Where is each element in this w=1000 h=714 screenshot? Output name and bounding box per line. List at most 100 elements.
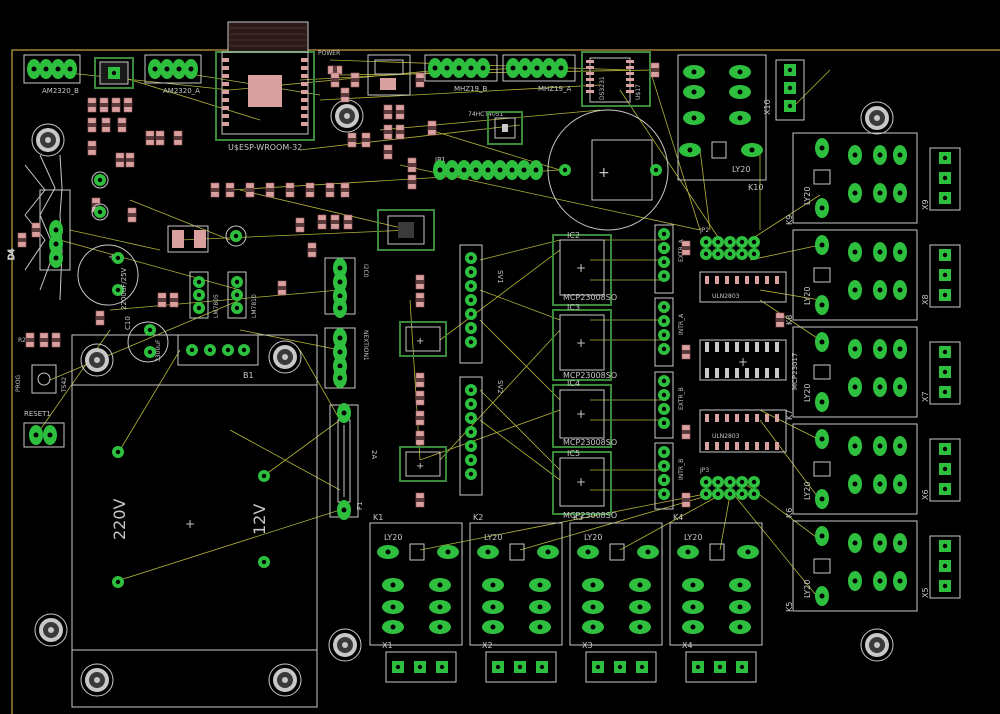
- relay-k7: LY20 K7: [785, 326, 918, 420]
- mounting-hole-icon: [860, 101, 894, 135]
- jp2-header: JP2: [699, 227, 760, 260]
- svg-text:+: +: [416, 336, 424, 347]
- regulator-left: [49, 220, 63, 268]
- terminal-x7: X7: [921, 341, 961, 405]
- uln1-label: ULN2803: [712, 293, 740, 300]
- coin-cell-icon: +: [547, 109, 669, 231]
- k7-label: K7: [785, 410, 794, 420]
- relay-k5: LY20 K5: [785, 520, 918, 612]
- sv1-label: SV1: [496, 270, 504, 284]
- svg-text:MCP23008SO: MCP23008SO: [563, 438, 617, 447]
- regulator-top: [94, 57, 134, 89]
- transformer: + 220V 12V: [71, 334, 318, 708]
- i2c0-label: I2C0: [362, 264, 369, 278]
- terminal-x10: X10: [763, 59, 805, 121]
- mcp23008-ic3: + IC3 MCP23008SO: [552, 303, 617, 381]
- lm7810-label: LM7810: [251, 294, 258, 318]
- k10-label: K10: [748, 183, 763, 192]
- extr-b-header: EXTR_B: [654, 371, 685, 439]
- k6-label: K6: [785, 508, 794, 518]
- svg-text:MCP23008SO: MCP23008SO: [563, 511, 617, 520]
- lm7810-regulator: LM7810: [227, 271, 258, 319]
- bridge-b1: B1: [177, 334, 259, 380]
- svg-text:LY20: LY20: [484, 533, 502, 542]
- am2320-b-label: AM2320_B: [42, 87, 79, 95]
- x2-label: X2: [482, 641, 493, 650]
- b1-label: B1: [243, 371, 254, 380]
- svg-text:LY20: LY20: [803, 187, 812, 205]
- x4-label: X4: [682, 641, 693, 650]
- mcp23017-label: MCP23017: [791, 353, 799, 390]
- mcp23017-chip: + MCP23017: [699, 339, 799, 390]
- d4-label: D4: [7, 249, 16, 260]
- c10-label: C10: [124, 316, 132, 330]
- cap-big-label: 2200uF/25V: [120, 267, 128, 310]
- terminal-x3: X3: [582, 641, 657, 683]
- x1-label: X1: [382, 641, 393, 650]
- terminal-x4: X4: [682, 641, 757, 683]
- nextion1-connector: NEXTION1: [324, 327, 369, 389]
- svg-text:LY20: LY20: [803, 482, 812, 500]
- capacitor-2200uf: + 2200uF/25V: [77, 244, 139, 310]
- svg-text:LY20: LY20: [384, 533, 402, 542]
- jp2-label: JP2: [699, 227, 709, 234]
- ic4-label: IC4: [567, 379, 580, 388]
- mounting-hole-icon: [860, 628, 894, 662]
- terminal-x1: X1: [382, 641, 457, 683]
- x8-label: X8: [921, 294, 930, 305]
- intr-b-label: INTR_B: [678, 459, 685, 480]
- mounting-hole-icon: [80, 343, 114, 377]
- mcp23008-ic5: + IC5 MCP23008SO: [552, 449, 617, 520]
- board-outline: [11, 49, 1000, 714]
- svg-text:+: +: [185, 517, 195, 531]
- capacitor-3300uf: 3300uF C10: [124, 316, 169, 363]
- svg-text:+: +: [416, 461, 424, 472]
- mcp23008-ic4: + IC4 MCP23008SO: [552, 379, 617, 448]
- ic5-label: IC5: [567, 449, 580, 458]
- mounting-hole-icon: [328, 628, 362, 662]
- relay-k1: K1 LY20: [369, 513, 463, 646]
- svg-text:+: +: [738, 355, 748, 369]
- uln2803-top: ULN2803: [699, 271, 787, 303]
- relay-k10: LY20 K10: [677, 54, 767, 192]
- svg-text:LY20: LY20: [803, 580, 812, 598]
- uln2803-bottom: ULN2803: [699, 409, 787, 453]
- lm7805-regulator: LM7805: [189, 271, 220, 319]
- prog-button: PROG TS42: [15, 364, 68, 394]
- terminal-x6: X6: [921, 438, 961, 502]
- mhz19-b-label: MHZ19_B: [454, 85, 488, 93]
- electrolytic-caps: [91, 171, 247, 247]
- jp3-header: JP3: [699, 467, 760, 500]
- fuse-f1: 2A F1: [329, 403, 378, 520]
- am2320-a-connector: AM2320_A: [144, 54, 202, 95]
- mcp23008-ic2: + IC2 MCP23008SO: [552, 231, 617, 306]
- ds3231-label: DS3231: [599, 76, 606, 100]
- intr-b-header: INTR_B: [654, 442, 685, 510]
- x9-label: X9: [921, 199, 930, 210]
- svg-text:LY20: LY20: [684, 533, 702, 542]
- svg-text:MCP23008SO: MCP23008SO: [563, 371, 617, 380]
- svg-text:+: +: [598, 165, 610, 181]
- relay-k3: K3 LY20: [569, 513, 663, 646]
- extr-b-label: EXTR_B: [678, 387, 685, 410]
- svg-text:LY20: LY20: [803, 287, 812, 305]
- relay-k4: K4 LY20: [669, 513, 763, 646]
- ds3231-chip: DS3231 U$17: [581, 51, 651, 107]
- fuse-label: 2A: [370, 450, 378, 459]
- mhz19-b-connector: MHZ19_B: [424, 54, 498, 93]
- svg-text:LY20: LY20: [803, 384, 812, 402]
- k4-label: K4: [673, 513, 683, 522]
- hct4051-label: 74HCT4051: [468, 111, 503, 118]
- mounting-hole-icon: [80, 663, 114, 697]
- k5-label: K5: [785, 602, 794, 612]
- k3-label: K3: [573, 513, 583, 522]
- esp-label: U$ESP-WROOM-32: [228, 143, 302, 152]
- mounting-hole-icon: [31, 123, 65, 157]
- usb-connector: [367, 54, 411, 96]
- extr-a-header: EXTR_A: [654, 224, 685, 294]
- mcp-label: MCP23008SO: [563, 293, 617, 302]
- nextion1-label: NEXTION1: [362, 330, 369, 361]
- smd-passives: [17, 62, 785, 508]
- reset1-label: RESET1: [24, 410, 51, 418]
